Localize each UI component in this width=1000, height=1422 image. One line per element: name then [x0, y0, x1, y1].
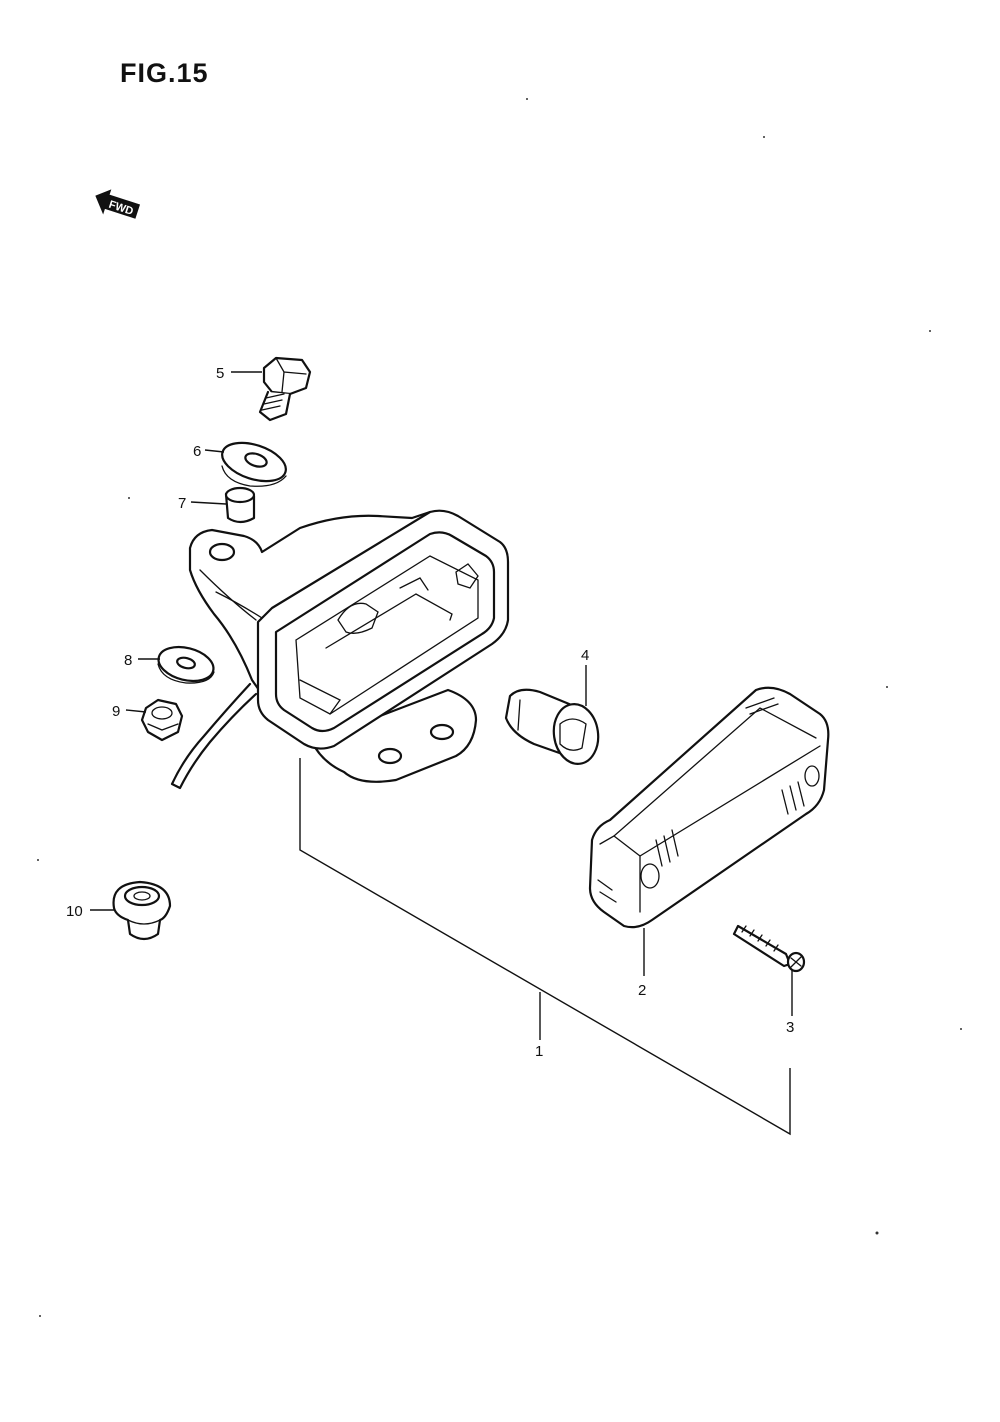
- forward-direction-arrow: FWD: [95, 189, 141, 219]
- scan-specks: [37, 98, 962, 1317]
- callout-labels: 1 2 3 4 5 6 7 8 9 10: [66, 365, 794, 1060]
- collar-part-7: [224, 486, 256, 524]
- bolt-part-5: [258, 356, 312, 422]
- screw-part-3: [732, 924, 806, 973]
- callout-3: 3: [786, 1019, 794, 1036]
- figure-title: FIG.15: [120, 58, 209, 88]
- washer-part-8: [157, 645, 215, 684]
- callout-9: 9: [112, 703, 120, 720]
- nut-part-9: [140, 698, 184, 742]
- callout-1: 1: [535, 1043, 543, 1060]
- callout-5: 5: [216, 365, 224, 382]
- callout-7: 7: [178, 495, 186, 512]
- leader-lines: [90, 371, 793, 1016]
- callout-6: 6: [193, 443, 201, 460]
- assembly-bracket-lines: [299, 758, 791, 1136]
- grommet-part-10: [112, 880, 172, 941]
- lens-part-2: [588, 686, 830, 929]
- callout-10: 10: [66, 903, 83, 920]
- callout-8: 8: [124, 652, 132, 669]
- washer-part-6: [221, 441, 287, 487]
- callout-2: 2: [638, 982, 646, 999]
- lamp-housing-part-1: [170, 509, 510, 790]
- bulb-part-4: [504, 688, 600, 765]
- callout-4: 4: [581, 647, 589, 664]
